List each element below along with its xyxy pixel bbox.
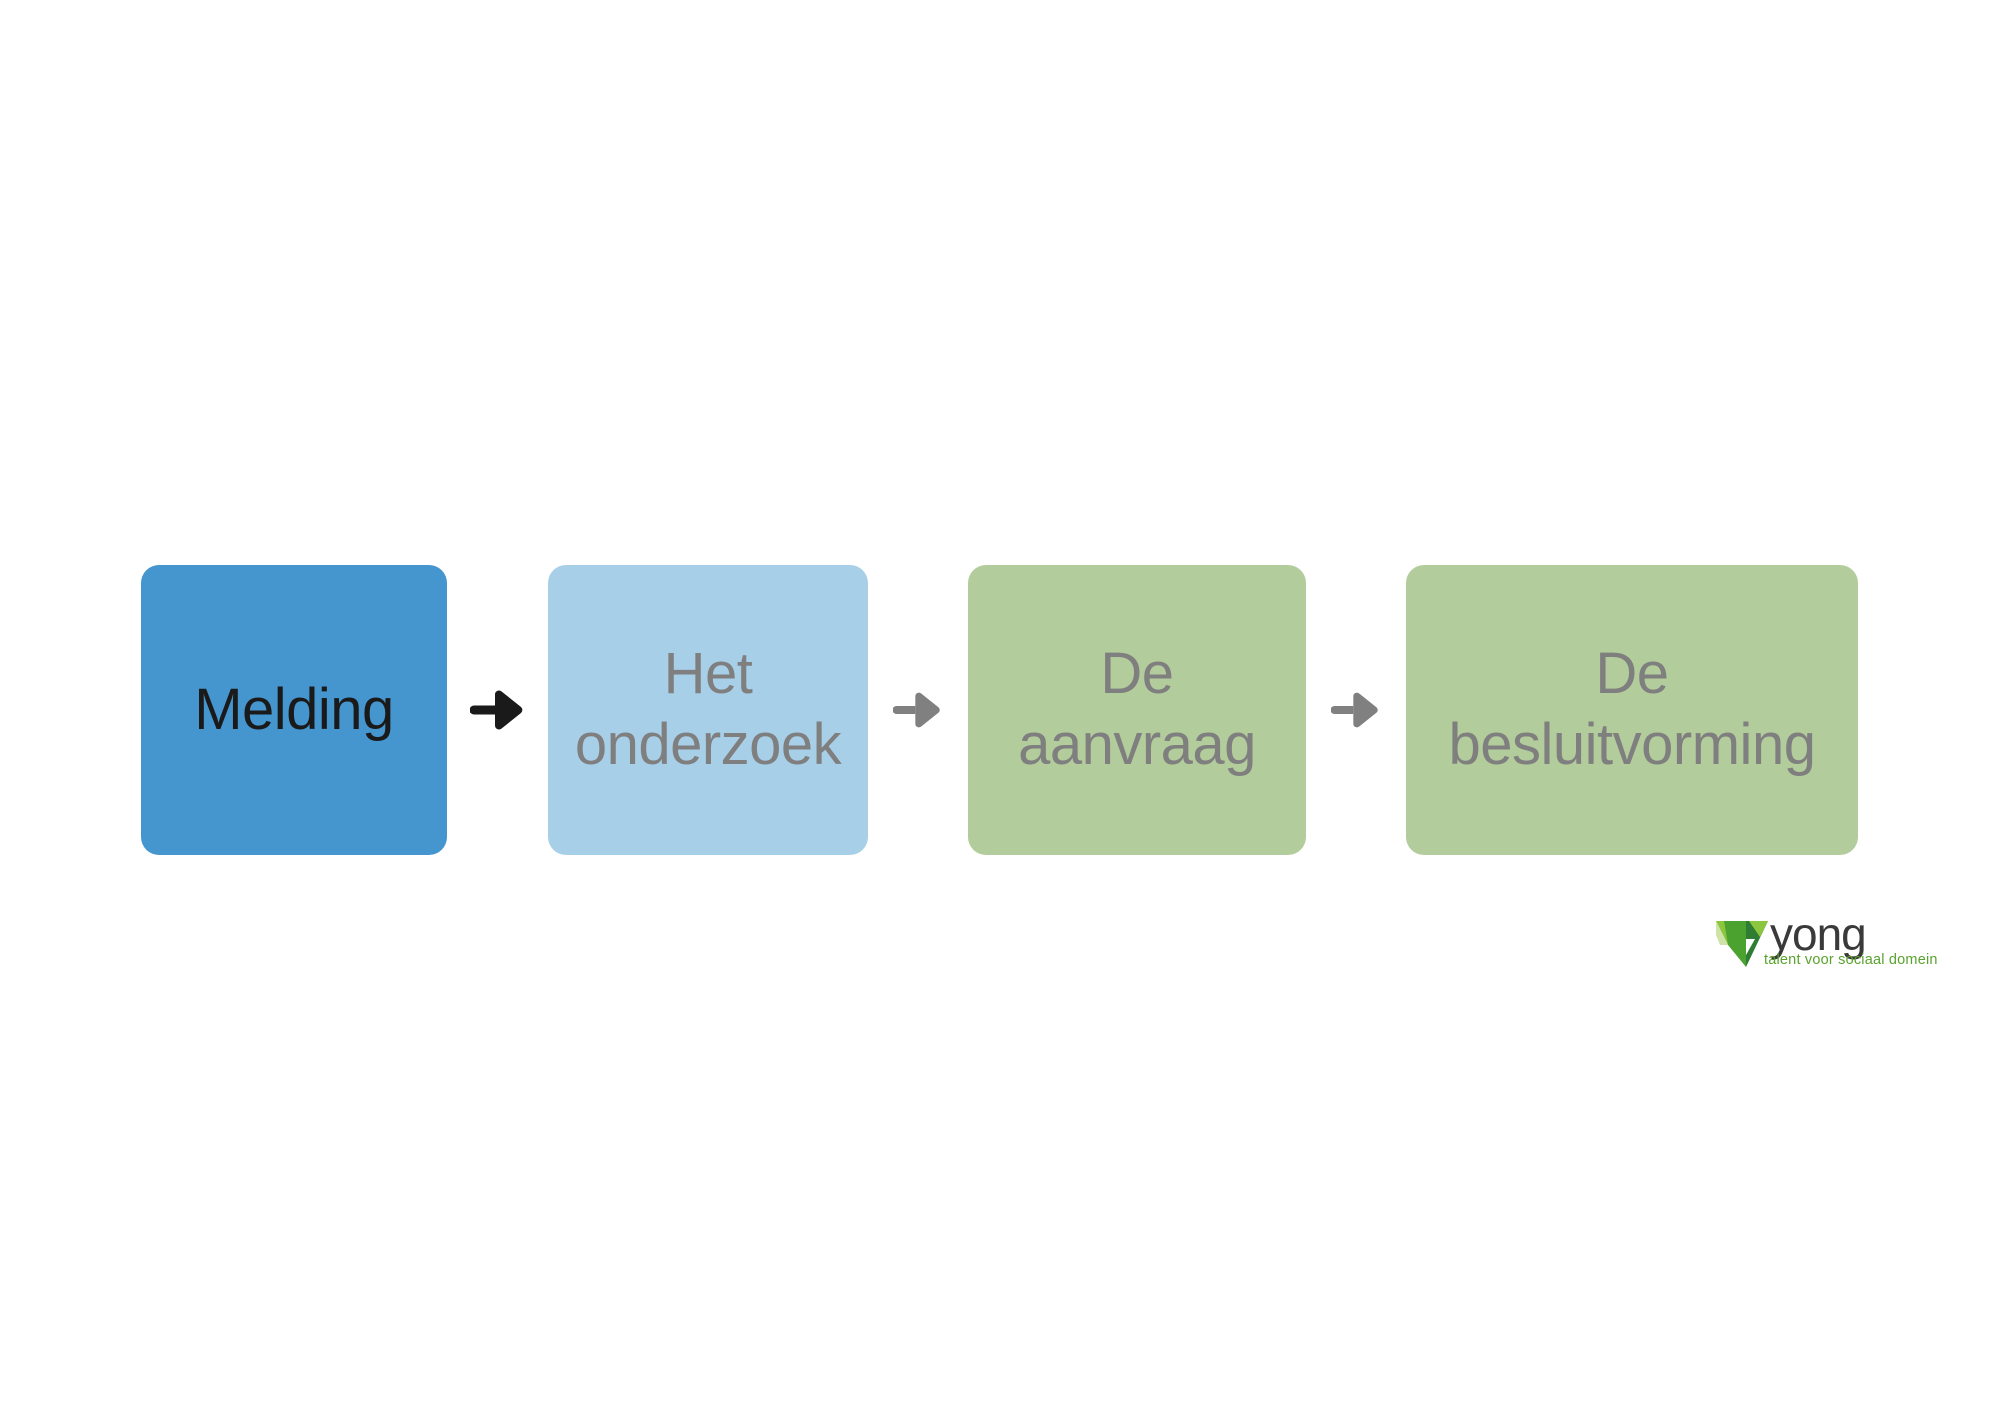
process-step-de-besluitvorming[interactable]: De besluitvorming: [1406, 565, 1858, 855]
process-step-label: Het onderzoek: [574, 641, 842, 777]
process-step-label: De aanvraag: [1018, 641, 1256, 777]
logo-tagline: talent voor sociaal domein: [1764, 952, 1938, 968]
logo-wordmark: yong: [1770, 908, 1867, 960]
process-flow-diagram: Melding Het onderzoek: [141, 565, 1859, 855]
arrow-right-icon: [469, 687, 526, 733]
brand-logo: yong talent voor sociaal domein: [1716, 908, 1937, 975]
arrow-right-icon: [893, 689, 943, 731]
process-step-label: De besluitvorming: [1448, 641, 1816, 777]
process-step-label: Melding: [194, 676, 394, 742]
process-connector-3: [1306, 689, 1406, 731]
arrow-right-icon: [1331, 689, 1381, 731]
process-connector-1: [447, 687, 548, 733]
process-connector-2: [868, 689, 968, 731]
process-step-het-onderzoek[interactable]: Het onderzoek: [548, 565, 868, 855]
process-step-melding[interactable]: Melding: [141, 565, 447, 855]
yong-gem-icon: [1716, 915, 1776, 970]
process-step-de-aanvraag[interactable]: De aanvraag: [968, 565, 1306, 855]
